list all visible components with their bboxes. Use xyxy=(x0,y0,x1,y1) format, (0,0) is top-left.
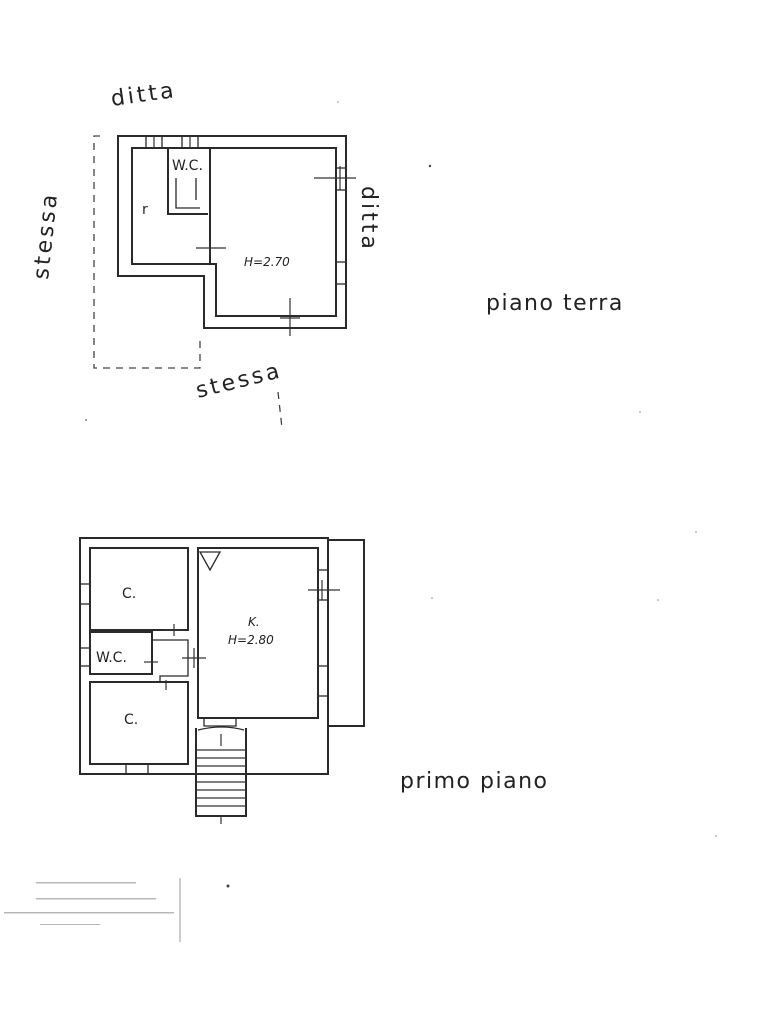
ground-floor-entry-mark xyxy=(277,391,283,429)
ground-floor-inner-wall xyxy=(131,147,337,317)
boundary-west-label: stessa xyxy=(29,190,63,280)
boundary-north-label: ditta xyxy=(109,78,178,112)
room-label-wc: W.C. xyxy=(172,158,203,174)
ground-floor-doors xyxy=(196,166,356,336)
first-floor-stair-opening xyxy=(203,718,237,727)
first-floor-hall xyxy=(152,639,189,682)
ground-floor-outer-wall xyxy=(117,135,347,329)
ground-floor-plan: W.C. r H=2.70 ditta ditta stessa stessa … xyxy=(29,78,624,429)
ground-floor-windows xyxy=(145,135,347,285)
boundary-east-label: ditta xyxy=(356,186,381,252)
first-floor-room-c-top xyxy=(89,547,189,631)
room-label-c-top: C. xyxy=(122,586,136,602)
room-height-label: H=2.70 xyxy=(244,255,290,269)
room-label-c-bottom: C. xyxy=(124,712,138,728)
first-floor-balcony xyxy=(328,539,365,727)
first-floor-windows xyxy=(79,569,329,775)
first-floor-plan: C. W.C. C. K. H=2.80 primo piano xyxy=(79,537,548,824)
ground-floor-wc-walls xyxy=(167,148,208,215)
room-height-label-first: H=2.80 xyxy=(228,633,274,647)
ground-floor-title: piano terra xyxy=(486,291,624,316)
first-floor-corner-mark xyxy=(198,551,222,572)
first-floor-room-c-bottom xyxy=(89,681,189,765)
first-floor-title: primo piano xyxy=(400,769,548,794)
first-floor-room-main xyxy=(197,547,319,719)
first-floor-doors xyxy=(144,580,340,690)
boundary-south-label: stessa xyxy=(193,358,284,404)
room-label-r: r xyxy=(142,202,148,218)
scan-artifacts xyxy=(4,101,717,942)
room-label-wc-first: W.C. xyxy=(96,650,127,666)
ground-floor-dashed-area xyxy=(93,135,201,369)
ground-floor-wc-inner xyxy=(175,178,200,209)
first-floor-staircase xyxy=(195,726,247,824)
room-label-main: K. xyxy=(248,615,260,629)
